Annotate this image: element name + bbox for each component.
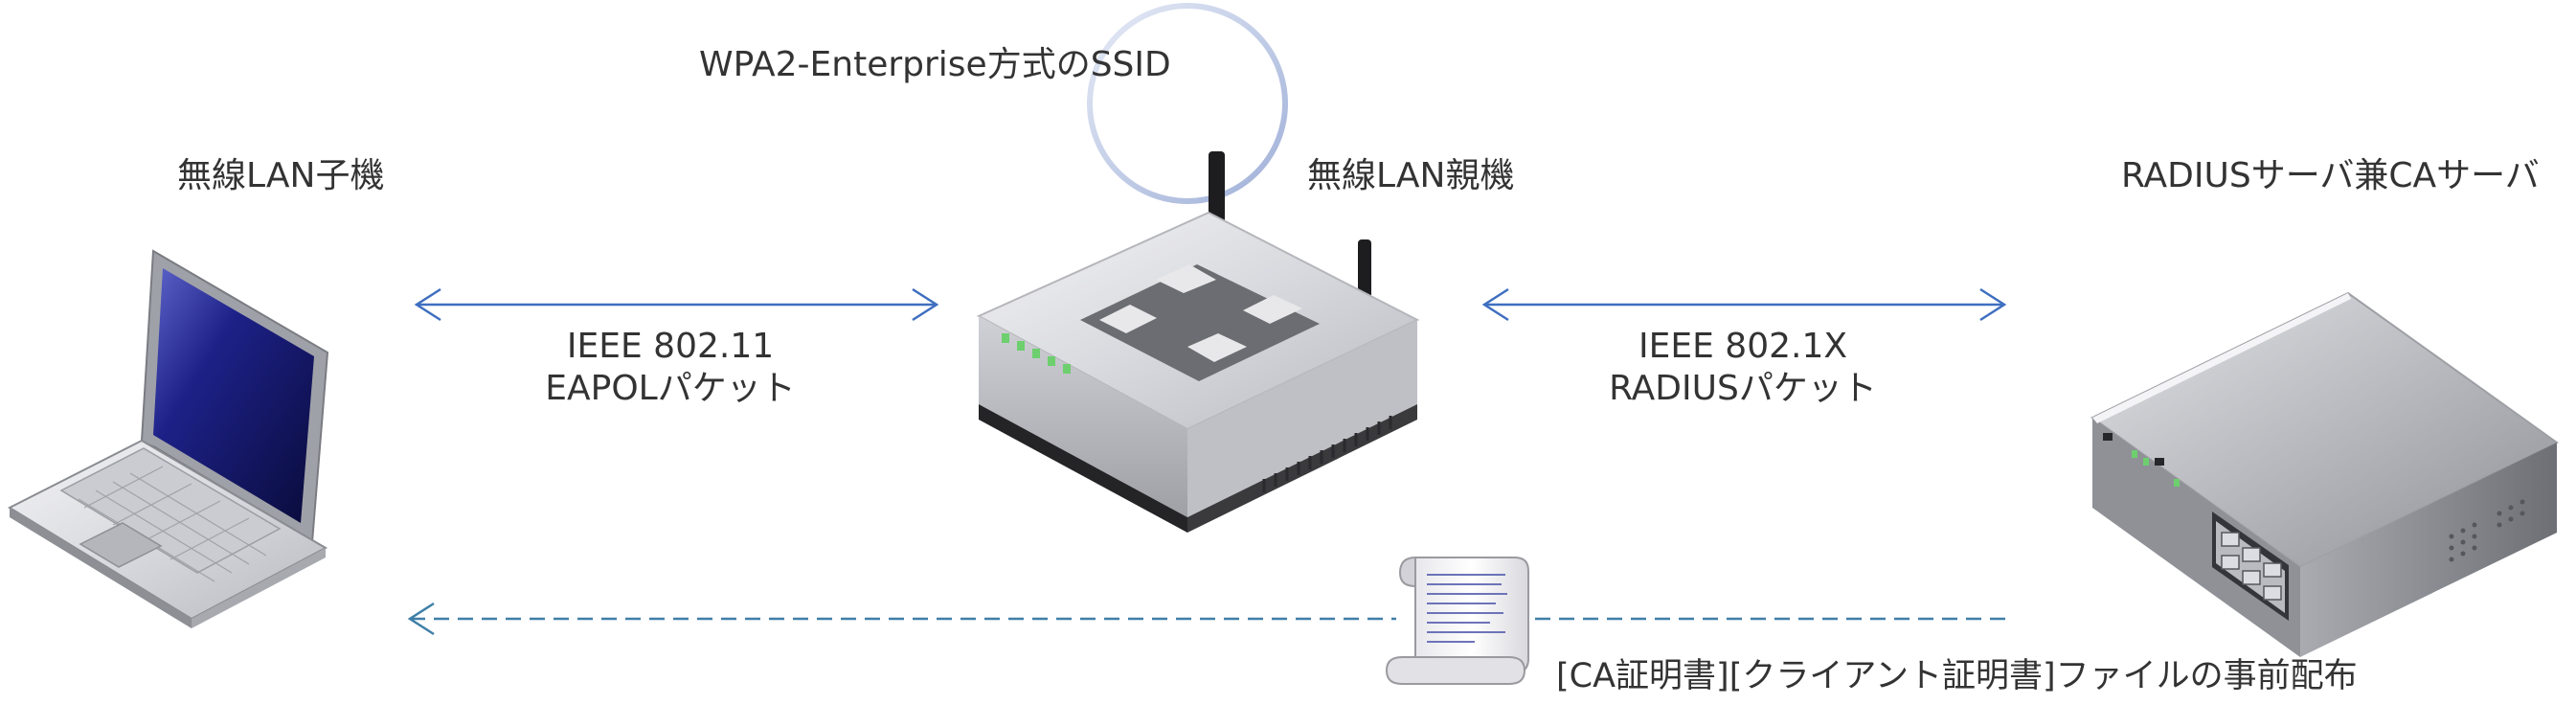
certificate-distribution-label: [CA証明書][クライアント証明書]ファイルの事前配布 [1556, 657, 2358, 695]
wireless-signal-icon [1087, 3, 1288, 204]
ap-server-protocol-line2: RADIUSパケット [1609, 369, 1877, 408]
arrow-ap-server [1481, 287, 2007, 322]
server-label: RADIUSサーバ兼CAサーバ [2121, 156, 2540, 195]
ap-server-protocol-label: IEEE 802.1X RADIUSパケット [1561, 326, 1925, 410]
client-ap-protocol-label: IEEE 802.11 EAPOLパケット [488, 326, 852, 410]
access-point-icon [976, 151, 1420, 533]
arrow-client-ap [414, 287, 939, 322]
client-ap-protocol-line2: EAPOLパケット [545, 369, 796, 408]
server-icon [2090, 291, 2559, 657]
laptop-icon [7, 249, 329, 628]
certificate-scroll-icon [1385, 556, 1529, 685]
client-label: 無線LAN子機 [177, 156, 385, 195]
ssid-label: WPA2-Enterprise方式のSSID [699, 45, 1171, 84]
access-point-label: 無線LAN親機 [1307, 156, 1515, 195]
ap-server-protocol-line1: IEEE 802.1X [1638, 327, 1848, 366]
client-ap-protocol-line1: IEEE 802.11 [566, 327, 775, 366]
arrow-certificate-distribution [407, 602, 2011, 636]
